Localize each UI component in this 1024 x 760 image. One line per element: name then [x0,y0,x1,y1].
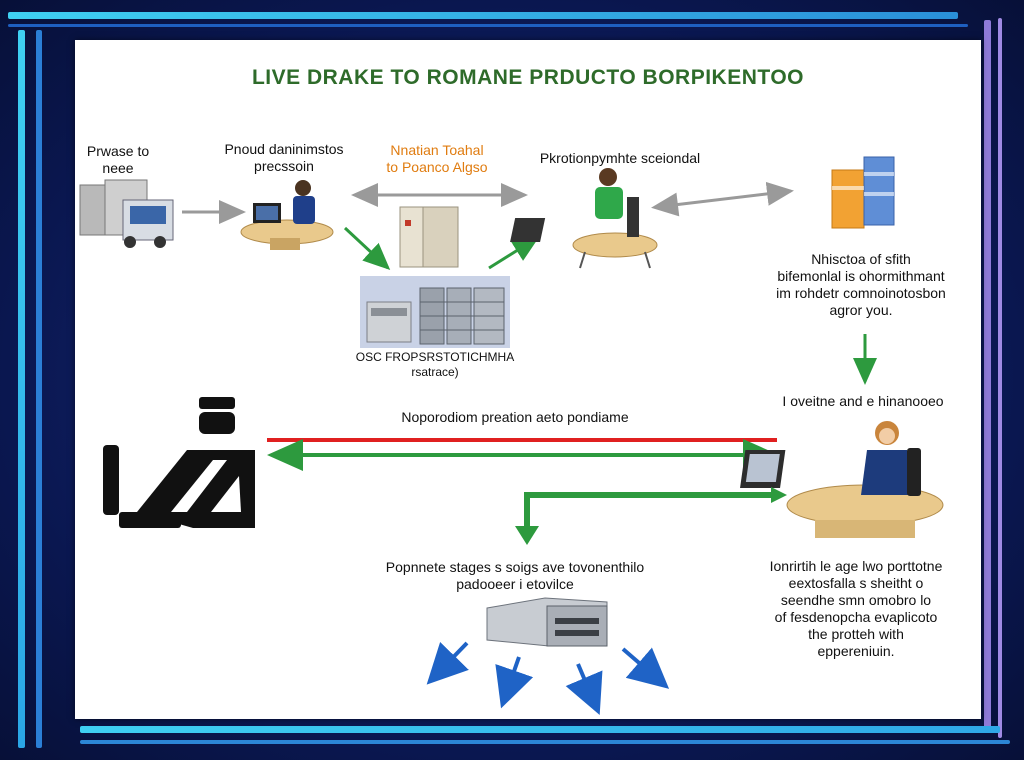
diagram-title: LIVE DRAKE TO ROMANE PRDUCTO BORPIKENTOO [251,66,805,89]
printer-server-icon [486,597,608,647]
server-caption-label: OSC FROPSRSTOTICHMHA rsatrace) [355,350,515,379]
server-room-image [360,276,510,348]
orange-note-label: Nnatian Toahal to Poanco Algso [386,142,488,175]
product-desk-label: Pnoud daninimstos precssoin [224,141,344,174]
left-stripe-thin [36,30,42,748]
stages-label: Popnnete stages s soigs ave tovonenthilo… [385,559,645,592]
diagram-panel: LIVE DRAKE TO ROMANE PRDUCTO BORPIKENTOO [75,40,981,719]
operator-worker-icon [510,168,658,269]
right-stripe-thin [998,18,1002,738]
bottom-stripe-thin [80,740,1010,744]
top-left-label: Prwase to neee [86,143,150,176]
bottom-stripe [80,726,1000,733]
desk-worker-icon [240,180,334,250]
boxes-icon [831,156,895,229]
truck-icon [79,179,174,248]
materials-note-label: Nhisctoa of sfith bifemonlal is ohormith… [776,251,946,318]
diagram-graphics [79,156,944,716]
overview-label: I oveitne and e hinanooeo [782,393,944,409]
right-note-label: Ionrirtih le age lwo porttotne eextosfal… [769,558,943,659]
top-stripe-thin [8,24,968,27]
operator-station-label: Pkrotionpymhte sceiondal [539,150,701,166]
flow-label: Noporodiom preation aeto pondiame [401,409,629,425]
person-desk-pictogram [103,397,255,528]
woman-at-desk-icon [740,421,944,538]
left-stripe [18,30,25,748]
top-stripe [8,12,958,19]
cabinet-icon [399,206,459,268]
right-stripe [984,20,991,730]
